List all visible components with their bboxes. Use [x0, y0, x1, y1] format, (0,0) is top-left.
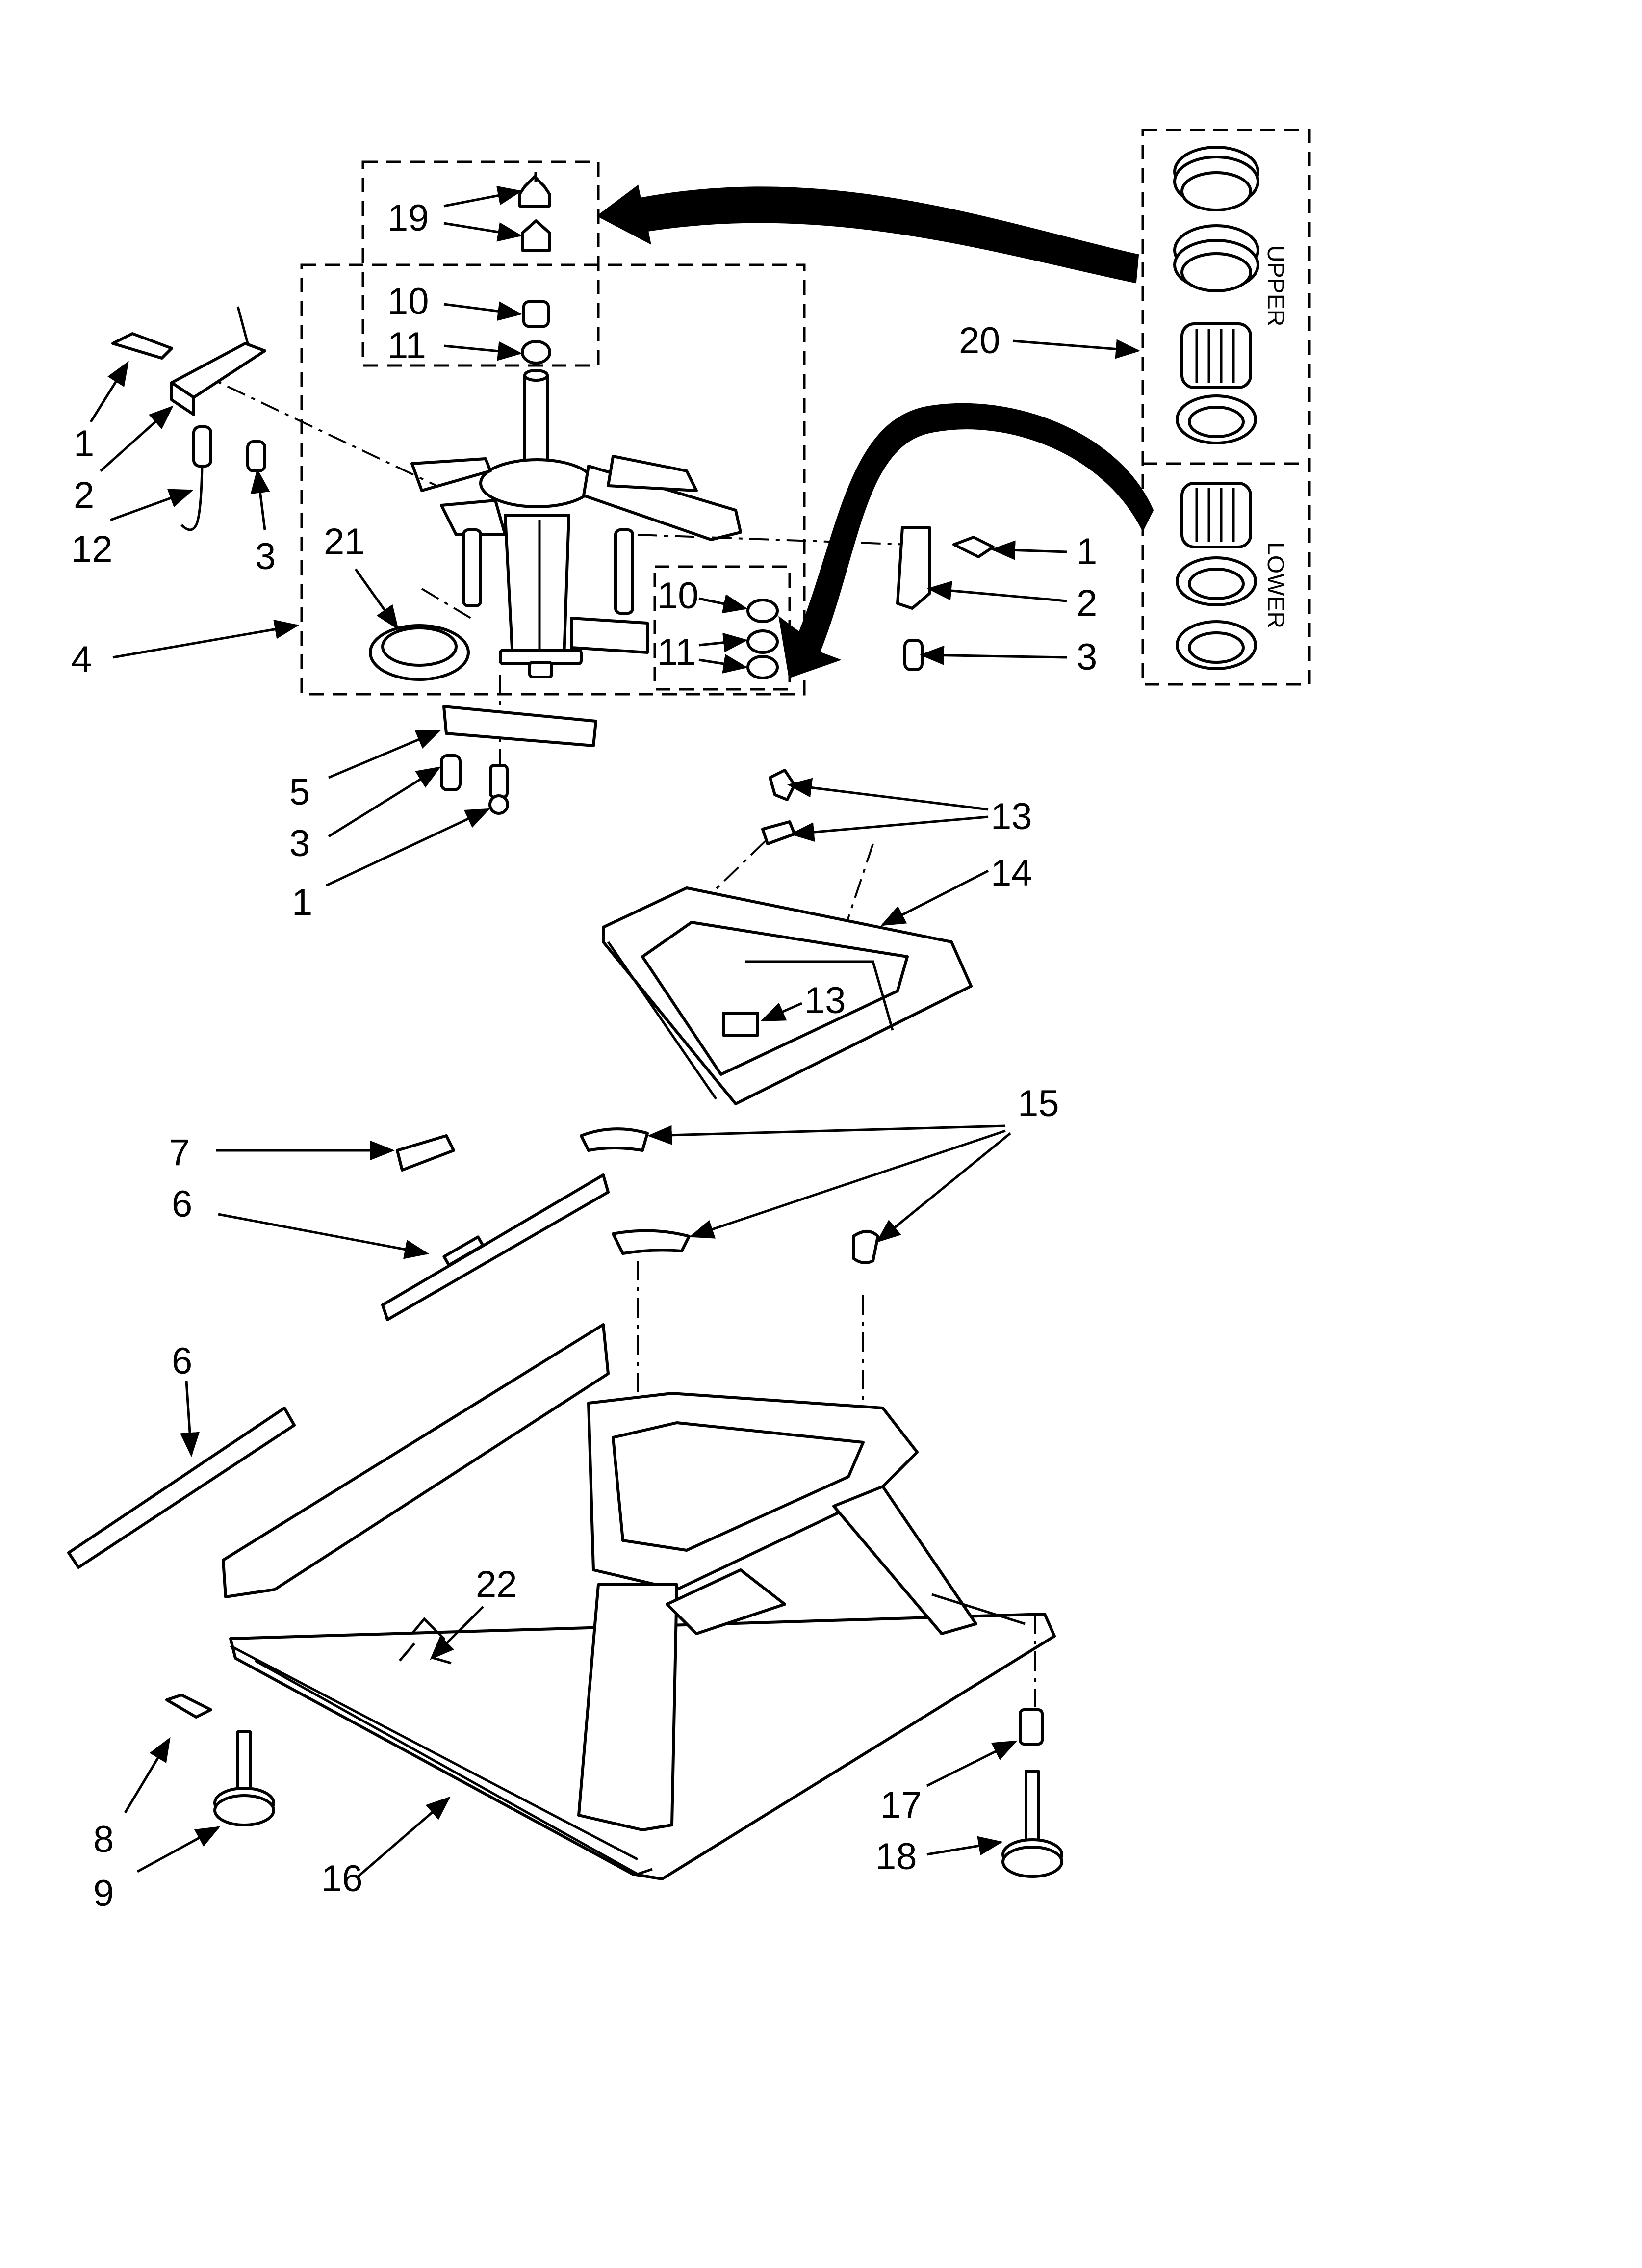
mechanism-hub [410, 455, 742, 678]
callout-10: 10 [657, 575, 699, 617]
spring-icon [903, 639, 924, 671]
clip-15-c [852, 1230, 879, 1264]
callout-13: 13 [991, 796, 1032, 837]
callout-labels: 1 2 12 3 21 4 19 10 11 20 1 2 3 10 11 5 … [71, 197, 1097, 1914]
spring-icon [180, 425, 212, 531]
leveling-leg-left [165, 1694, 275, 1826]
callout-17: 17 [880, 1784, 922, 1826]
washer-11-top [521, 340, 551, 365]
callout-1: 1 [74, 423, 94, 465]
callout-8: 8 [93, 1819, 114, 1860]
callout-18: 18 [875, 1836, 917, 1877]
callout-1: 1 [292, 882, 312, 923]
callout-16: 16 [321, 1858, 363, 1900]
kit-label-lower: LOWER [1262, 542, 1288, 628]
kit-label-upper: UPPER [1262, 245, 1288, 326]
callout-6: 6 [172, 1183, 192, 1225]
callout-5: 5 [289, 771, 310, 813]
callout-12: 12 [71, 528, 113, 570]
bolt-icon [952, 536, 995, 558]
spring-icon [246, 440, 266, 472]
callout-3: 3 [289, 823, 310, 864]
callout-11: 11 [657, 631, 696, 673]
callout-1: 1 [1077, 531, 1097, 573]
bracket-icon [896, 526, 931, 610]
lower-kit-parts [746, 599, 779, 679]
clip-13-frame [722, 1012, 759, 1037]
bracket-icon [442, 705, 597, 747]
clip-15-b [612, 1229, 691, 1255]
bolt-icon [111, 332, 173, 360]
bolt-icon [488, 764, 509, 815]
base-frame [165, 1323, 1063, 1880]
callout-13: 13 [804, 980, 846, 1021]
callout-7: 7 [169, 1132, 190, 1173]
shaft [523, 374, 549, 470]
callout-10: 10 [387, 281, 429, 322]
seal-ring-icon [1176, 556, 1257, 606]
callout-19: 19 [387, 197, 429, 239]
callout-3: 3 [255, 536, 276, 577]
callout-20: 20 [959, 320, 1001, 362]
callout-21: 21 [324, 521, 365, 563]
frame-14 [602, 886, 973, 1105]
seal-ring-icon [1173, 146, 1259, 211]
callout-9: 9 [93, 1873, 114, 1914]
leader-arrows [89, 185, 1140, 1877]
callout-11: 11 [387, 325, 426, 366]
spring-icon [396, 1134, 455, 1172]
spring-icon [440, 754, 462, 791]
seal-ring-icon [1173, 224, 1259, 292]
arrow-icon [778, 403, 1154, 678]
callout-14: 14 [991, 852, 1032, 894]
callout-4: 4 [71, 639, 92, 680]
callout-6: 6 [172, 1340, 192, 1382]
bracket-icon [170, 306, 266, 416]
callout-3: 3 [1077, 636, 1097, 678]
gear-bushing-icon [1180, 482, 1252, 548]
mechanism-box [300, 263, 806, 696]
top-assembly: UPPER LOWER [111, 129, 1311, 815]
seal-ring-icon [1176, 394, 1257, 444]
callout-2: 2 [1077, 582, 1097, 624]
callout-15: 15 [1018, 1083, 1059, 1124]
callout-22: 22 [476, 1564, 517, 1605]
arrow-icon [596, 184, 1139, 284]
clip-15-a [580, 1127, 649, 1152]
nut-19-upper [518, 172, 551, 208]
seal-ring-21 [369, 624, 470, 681]
gear-bushing-icon [1180, 322, 1252, 389]
seal-ring-icon [1176, 620, 1257, 670]
leveling-leg-right [1001, 1708, 1063, 1878]
brace-6-lower [67, 1407, 296, 1569]
callout-2: 2 [74, 474, 94, 516]
bushing-10-top [522, 300, 550, 328]
middle-assembly [67, 769, 973, 1569]
clip-13-mid [761, 820, 796, 845]
seal-kit-box [1141, 129, 1311, 686]
brace-6-upper [381, 1173, 610, 1321]
nut-19-lower [521, 219, 551, 252]
